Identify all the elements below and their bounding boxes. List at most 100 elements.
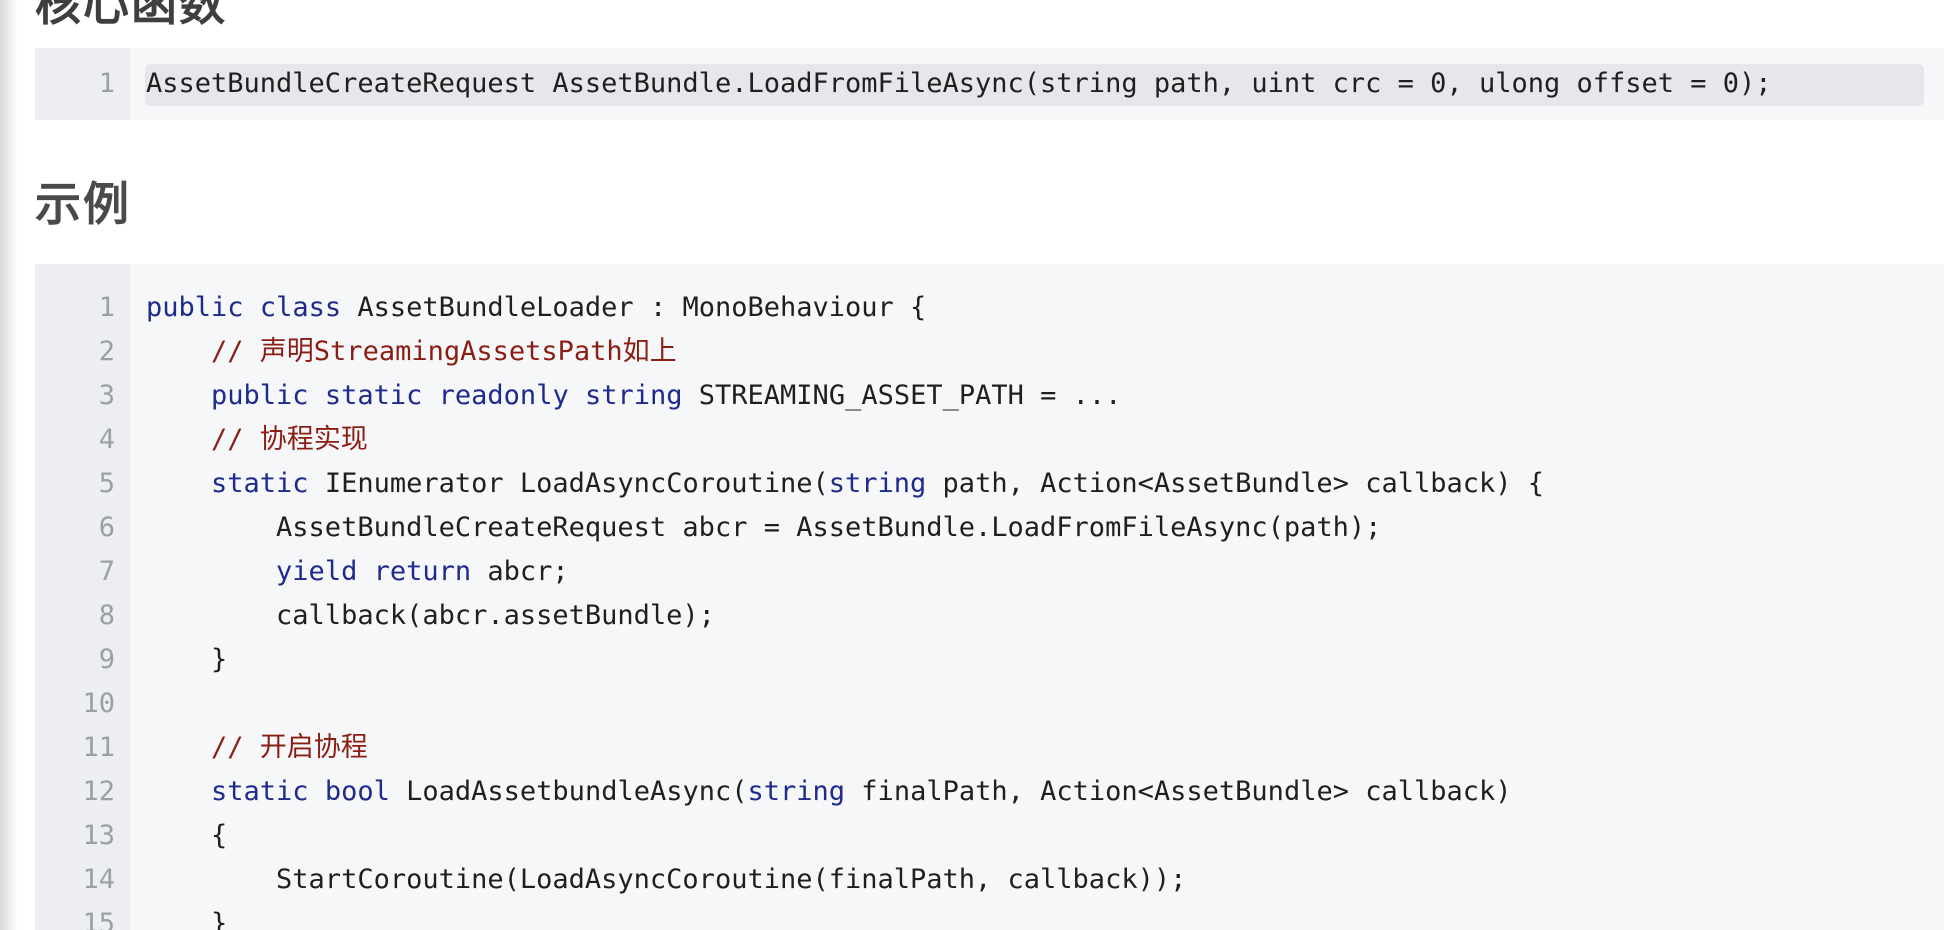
code-token <box>422 380 438 411</box>
code-token <box>146 776 211 807</box>
code-line: 13 { <box>35 814 1944 858</box>
line-number: 8 <box>98 600 115 631</box>
highlighted-line <box>145 64 1924 106</box>
code-token: callback(abcr.assetBundle); <box>146 600 715 631</box>
code-text: static IEnumerator LoadAsyncCoroutine(st… <box>146 462 1544 506</box>
keyword-token: string <box>828 468 927 499</box>
code-text: static bool LoadAssetbundleAsync(string … <box>146 770 1512 814</box>
code-text: yield return abcr; <box>146 550 569 594</box>
code-text: callback(abcr.assetBundle); <box>146 594 715 638</box>
code-text: // 协程实现 <box>146 418 368 462</box>
code-token <box>244 292 260 323</box>
code-text: { <box>146 814 227 858</box>
code-token <box>146 732 211 763</box>
code-token <box>146 468 211 499</box>
line-number: 11 <box>82 732 115 763</box>
code-line: 3 public static readonly string STREAMIN… <box>35 374 1944 418</box>
code-token: StartCoroutine(LoadAsyncCoroutine(finalP… <box>146 864 1187 895</box>
code-text: // 声明StreamingAssetsPath如上 <box>146 330 677 374</box>
code-text: } <box>146 902 227 930</box>
code-token <box>309 776 325 807</box>
code-token <box>309 380 325 411</box>
keyword-token: string <box>747 776 846 807</box>
line-number: 12 <box>82 776 115 807</box>
code-line: 9 } <box>35 638 1944 682</box>
code-line: 10 <box>35 682 1944 726</box>
code-text: StartCoroutine(LoadAsyncCoroutine(finalP… <box>146 858 1186 902</box>
code-token <box>146 380 211 411</box>
line-number: 5 <box>98 468 115 499</box>
keyword-token: string <box>584 380 683 411</box>
heading-example: 示例 <box>35 177 131 231</box>
code-lines: 1 public class AssetBundleLoader : MonoBe… <box>35 286 1944 930</box>
code-line: 1 AssetBundleCreateRequest AssetBundle.Lo… <box>35 48 1944 120</box>
line-number: 3 <box>98 380 115 411</box>
code-line: 1 public class AssetBundleLoader : MonoBe… <box>35 286 1944 330</box>
code-token <box>146 556 276 587</box>
keyword-token: public <box>146 292 244 323</box>
code-token: finalPath, Action<AssetBundle> callback) <box>845 776 1512 807</box>
left-edge-shadow <box>0 0 18 930</box>
keyword-token: static <box>324 380 423 411</box>
comment-token: // 协程实现 <box>211 424 368 455</box>
code-token: abcr; <box>471 556 569 587</box>
line-number: 10 <box>82 688 115 719</box>
line-number: 13 <box>82 820 115 851</box>
comment-token: // 声明StreamingAssetsPath如上 <box>211 336 677 367</box>
code-line: 11 // 开启协程 <box>35 726 1944 770</box>
code-token: AssetBundleCreateRequest AssetBundle.Loa… <box>146 68 1772 99</box>
code-lines: 1 AssetBundleCreateRequest AssetBundle.Lo… <box>35 48 1944 120</box>
code-token: } <box>146 908 228 930</box>
code-token <box>146 336 211 367</box>
code-line: 12 static bool LoadAssetbundleAsync(stri… <box>35 770 1944 814</box>
code-text: public static readonly string STREAMING_… <box>146 374 1121 418</box>
line-number: 4 <box>98 424 115 455</box>
line-number: 15 <box>82 908 115 930</box>
code-token: IEnumerator LoadAsyncCoroutine( <box>308 468 829 499</box>
code-line: 7 yield return abcr; <box>35 550 1944 594</box>
line-number: 2 <box>98 336 115 367</box>
code-token: path, Action<AssetBundle> callback) { <box>926 468 1545 499</box>
code-text: AssetBundleCreateRequest abcr = AssetBun… <box>146 506 1381 550</box>
line-number-gutter <box>35 48 130 120</box>
line-number: 9 <box>98 644 115 675</box>
comment-token: // 开启协程 <box>211 732 368 763</box>
keyword-token: bool <box>324 776 390 807</box>
code-token: AssetBundleLoader : MonoBehaviour { <box>341 292 927 323</box>
keyword-token: class <box>259 292 342 323</box>
line-number: 1 <box>98 68 115 99</box>
code-token: AssetBundleCreateRequest abcr = AssetBun… <box>146 512 1382 543</box>
code-text: AssetBundleCreateRequest AssetBundle.Loa… <box>146 48 1772 120</box>
code-token: { <box>146 820 228 851</box>
code-text: public class AssetBundleLoader : MonoBeh… <box>146 286 926 330</box>
code-token: } <box>146 644 228 675</box>
line-number: 14 <box>82 864 115 895</box>
example-code-block: 1 public class AssetBundleLoader : MonoBe… <box>35 264 1944 930</box>
code-token <box>146 424 211 455</box>
keyword-token: public <box>211 380 309 411</box>
code-line: 5 static IEnumerator LoadAsyncCoroutine(… <box>35 462 1944 506</box>
keyword-token: static <box>211 468 309 499</box>
line-number-gutter <box>35 264 130 930</box>
code-line: 6 AssetBundleCreateRequest abcr = AssetB… <box>35 506 1944 550</box>
heading-core-function: 核心函数 <box>35 0 227 31</box>
code-line: 14 StartCoroutine(LoadAsyncCoroutine(fin… <box>35 858 1944 902</box>
code-text: } <box>146 638 227 682</box>
code-line: 8 callback(abcr.assetBundle); <box>35 594 1944 638</box>
line-number: 7 <box>98 556 115 587</box>
signature-code-block: 1 AssetBundleCreateRequest AssetBundle.Lo… <box>35 48 1944 120</box>
code-line: 4 // 协程实现 <box>35 418 1944 462</box>
code-line: 15 } <box>35 902 1944 930</box>
code-line: 2 // 声明StreamingAssetsPath如上 <box>35 330 1944 374</box>
code-text: // 开启协程 <box>146 726 368 770</box>
line-number: 1 <box>98 292 115 323</box>
line-number: 6 <box>98 512 115 543</box>
code-token <box>357 556 373 587</box>
code-token: STREAMING_ASSET_PATH = ... <box>682 380 1122 411</box>
code-token: LoadAssetbundleAsync( <box>389 776 748 807</box>
code-token <box>569 380 585 411</box>
keyword-token: readonly <box>438 380 569 411</box>
keyword-token: static <box>211 776 309 807</box>
keyword-token: return <box>373 556 472 587</box>
keyword-token: yield <box>276 556 358 587</box>
